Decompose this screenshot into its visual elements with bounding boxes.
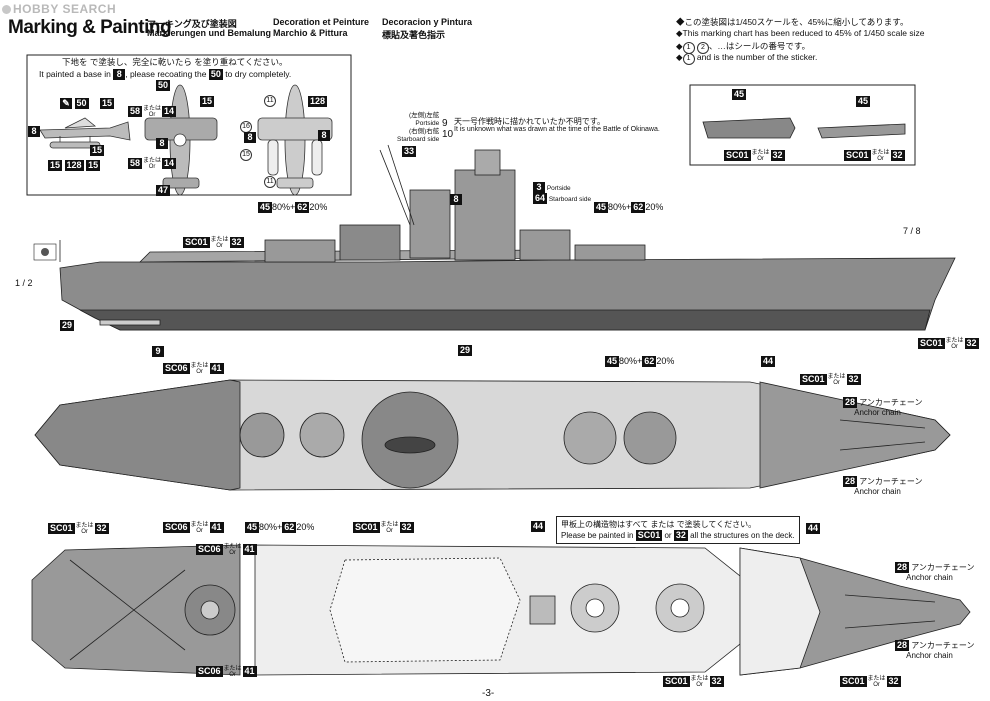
label-33: 33: [402, 146, 417, 157]
launch-side-drawing: [817, 123, 906, 139]
deck-note-box: 甲板上の構造物はすべて または で塗装してください。 Please be pai…: [556, 516, 800, 544]
page-number: -3-: [482, 688, 495, 699]
title-jp: マーキング及び塗装図: [147, 19, 237, 29]
brush-icon-label: ✎ 50: [60, 98, 89, 109]
label-29a: 29: [60, 320, 75, 331]
label-8e: 8: [450, 194, 462, 205]
anchor-chain-c: 28 アンカーチェーン Anchor chain: [895, 562, 975, 582]
boat-label-45b: 45: [856, 96, 871, 107]
label-44c: 44: [806, 523, 821, 534]
label-7-8: 7 / 8: [903, 226, 921, 236]
label-11b: 11: [264, 175, 276, 188]
label-9b: 9: [152, 346, 164, 357]
okinawa-note-en: It is unknown what was drawn at the time…: [454, 126, 660, 133]
label-8a: 8: [28, 126, 40, 137]
deck-note-en: Please be painted in SC01 or 32 all the …: [561, 530, 795, 541]
aircraft-note-en: It painted a base in 8, please recoating…: [39, 69, 292, 80]
scale-note-en: ◆This marking chart has been reduced to …: [676, 28, 925, 38]
scale-note-jp: ◆この塗装図は1/450スケールを、45%に縮小してあります。: [676, 17, 909, 27]
label-8d: 8: [318, 130, 330, 141]
label-128b: 128: [308, 96, 328, 107]
launch-top-drawing: [702, 117, 796, 139]
aircraft-box-frame: [26, 54, 352, 196]
anchor-chain-d: 28 アンカーチェーン Anchor chain: [895, 640, 975, 660]
main-deck-view: [254, 544, 751, 676]
label-15b: 15: [90, 145, 105, 156]
ship-top-view: [34, 379, 951, 491]
label-47: 47: [156, 185, 171, 196]
label-29b: 29: [458, 345, 473, 356]
anchor-chain-a: 28 アンカーチェーン Anchor chain: [843, 397, 923, 417]
watermark: HOBBY SEARCH: [2, 2, 116, 16]
sticker-note-en: ◆1 and is the number of the sticker.: [676, 52, 817, 65]
label-44b: 44: [531, 521, 546, 532]
ensign-flag: [33, 243, 57, 261]
label-15c: 15: [200, 96, 215, 107]
anchor-chain-b: 28 アンカーチェーン Anchor chain: [843, 476, 923, 496]
title-de: Markierungen und Bemalung: [147, 28, 272, 38]
label-8c: 8: [244, 132, 256, 143]
label-50b: 50: [156, 80, 171, 91]
page-title: Marking & Painting: [8, 17, 172, 38]
ship-side-profile: [59, 144, 956, 331]
boat-box-frame: [689, 84, 916, 166]
floatplane-bottom-drawing: [257, 84, 333, 196]
label-44a: 44: [761, 356, 776, 367]
floatplane-side-drawing: [39, 117, 131, 149]
title-it: Marchio & Pittura: [273, 28, 348, 38]
aircraft-note-jp: 下地を で塗装し、完全に乾いたら を塗り重ねてください。: [62, 57, 288, 67]
label-15d: 15: [240, 148, 252, 161]
label-1-2: 1 / 2: [15, 278, 33, 288]
label-8b: 8: [156, 138, 168, 149]
label-15-128-15: 15 128 15: [48, 160, 101, 171]
label-11a: 11: [264, 94, 276, 107]
boat-label-45a: 45: [732, 89, 747, 100]
title-zh: 標貼及著色指示: [382, 30, 446, 40]
deck-note-jp: 甲板上の構造物はすべて または で塗装してください。: [561, 520, 757, 529]
title-fr: Decoration et Peinture: [273, 17, 370, 27]
title-es: Decoracion y Pintura: [382, 17, 473, 27]
stern-deck-view: [31, 544, 241, 676]
bow-deck-view: [739, 547, 971, 676]
label-15a: 15: [100, 98, 115, 109]
okinawa-note-jp: 天一号作戦時に描かれていたか不明です。: [454, 117, 605, 126]
